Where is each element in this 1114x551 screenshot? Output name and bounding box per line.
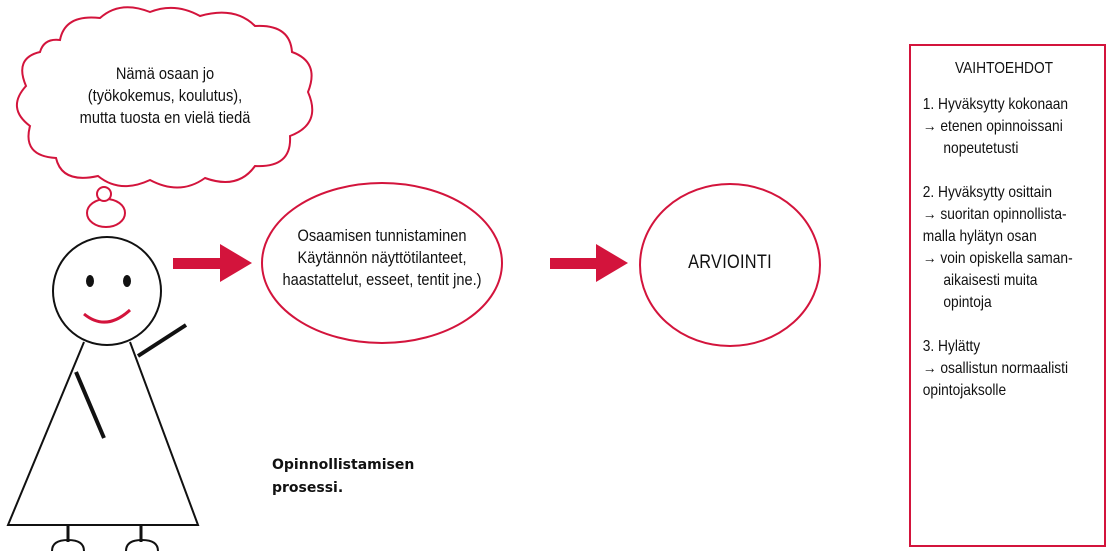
option-heading: 3. Hylätty: [922, 338, 981, 355]
option-line: aikaisesti muita: [943, 272, 1038, 289]
thought-cloud-outline: [16, 6, 314, 189]
figure-eye-right: [123, 275, 131, 287]
process-ellipse: [261, 182, 503, 344]
arrow-1: [173, 244, 252, 282]
figure-head: [52, 236, 162, 346]
option-line: nopeutetusti: [943, 140, 1019, 157]
option-line: → osallistun normaalisti: [922, 360, 1069, 377]
thought-line: Nämä osaan jo: [115, 64, 215, 83]
option-heading: 2. Hyväksytty osittain: [922, 184, 1053, 201]
process-line: haastattelut, esseet, tentit jne.): [282, 270, 482, 289]
stick-figure: [6, 236, 200, 551]
diagram-caption: Opinnollistamisen prosessi.: [272, 454, 432, 500]
options-box: [909, 44, 1106, 547]
option-line: opintoja: [943, 294, 992, 311]
thought-bubble: [16, 6, 314, 228]
arrow-2: [550, 244, 628, 282]
option-line: → suoritan opinnollista-: [922, 206, 1067, 223]
figure-smile: [83, 308, 132, 324]
option-line: → voin opiskella saman-: [922, 250, 1073, 267]
caption-line: Opinnollistamisen: [272, 457, 415, 473]
thought-line: mutta tuosta en vielä tiedä: [79, 108, 251, 127]
thought-bubble-text: Nämä osaan jo (työkokemus, koulutus), mu…: [61, 63, 269, 129]
option-heading: 1. Hyväksytty kokonaan: [922, 96, 1069, 113]
assessment-label: ARVIOINTI: [688, 252, 772, 273]
option-item: 2. Hyväksytty osittain → suoritan opinno…: [923, 182, 1098, 314]
figure-arm-left: [74, 371, 106, 439]
figure-eye-left: [86, 275, 94, 287]
option-item: 1. Hyväksytty kokonaan → etenen opinnois…: [923, 94, 1098, 160]
caption-line: prosessi.: [272, 480, 344, 496]
process-line: Osaamisen tunnistaminen: [297, 226, 467, 245]
process-ellipse-text: Osaamisen tunnistaminen Käytännön näyttö…: [279, 225, 485, 291]
option-line: opintojaksolle: [922, 382, 1007, 399]
option-line: malla hylätyn osan: [922, 228, 1037, 245]
thought-line: (työkokemus, koulutus),: [87, 86, 243, 105]
option-line: → etenen opinnoissani: [922, 118, 1063, 135]
options-panel: VAIHTOEHDOT 1. Hyväksytty kokonaan → ete…: [909, 58, 1098, 424]
figure-dress: [6, 341, 200, 526]
options-title: VAIHTOEHDOT: [954, 60, 1054, 77]
thought-dot-small: [96, 186, 112, 202]
figure-arm-right: [136, 323, 188, 358]
figure-foot-right: [125, 538, 159, 551]
figure-foot-left: [51, 538, 85, 551]
process-line: Käytännön näyttötilanteet,: [297, 248, 467, 267]
thought-dot-large: [86, 198, 126, 228]
option-item: 3. Hylätty → osallistun normaalisti opin…: [923, 336, 1098, 402]
assessment-ellipse: [639, 183, 821, 347]
